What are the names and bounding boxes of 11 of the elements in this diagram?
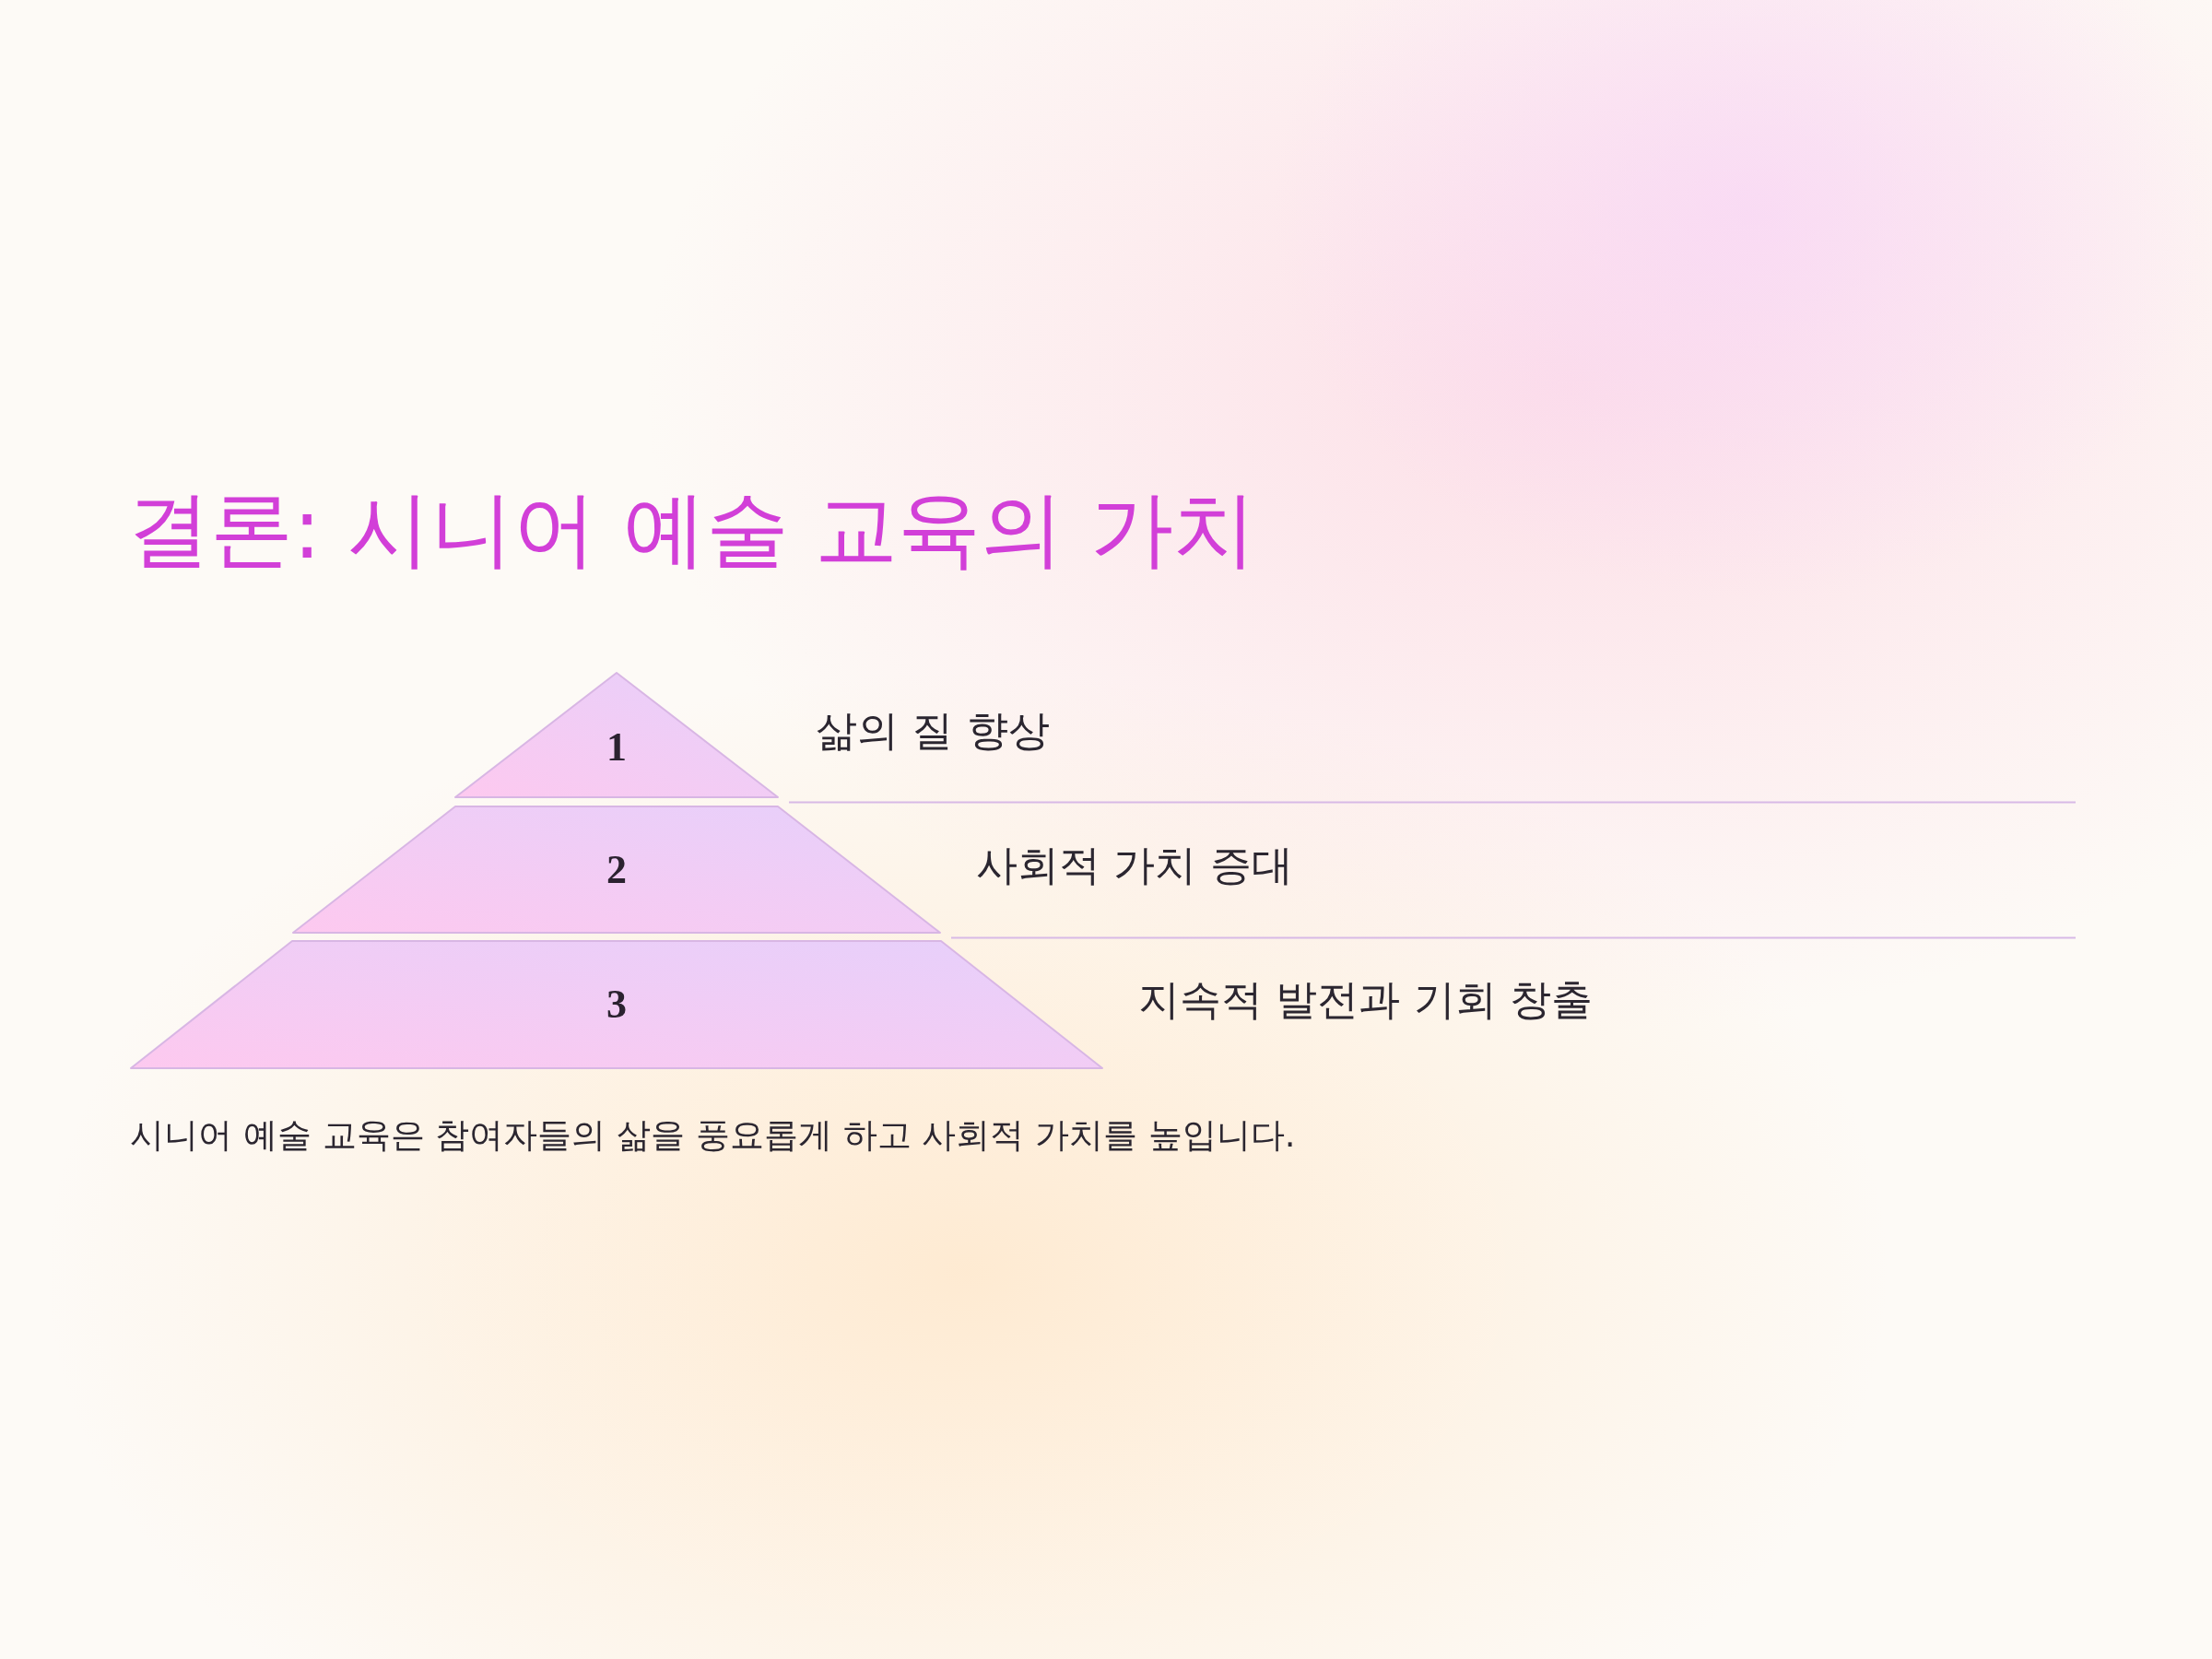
tier-number: 1 (606, 727, 627, 769)
pyramid-tier (131, 941, 1102, 1068)
tier-label: 지속적 발전과 기회 창출 (1138, 973, 1593, 1026)
tier-label: 삶의 질 향상 (816, 704, 1050, 757)
tier-number: 3 (606, 983, 627, 1025)
caption: 시니어 예술 교육은 참여자들의 삶을 풍요롭게 하고 사회적 가치를 높입니다. (130, 1114, 1296, 1157)
pyramid-tier (293, 806, 940, 933)
tier-number: 2 (606, 849, 627, 890)
tier-label: 사회적 가치 증대 (976, 839, 1293, 891)
title: 결론: 시니어 예술 교육의 가치 (127, 479, 1256, 579)
pyramid-top-triangle (455, 673, 778, 797)
